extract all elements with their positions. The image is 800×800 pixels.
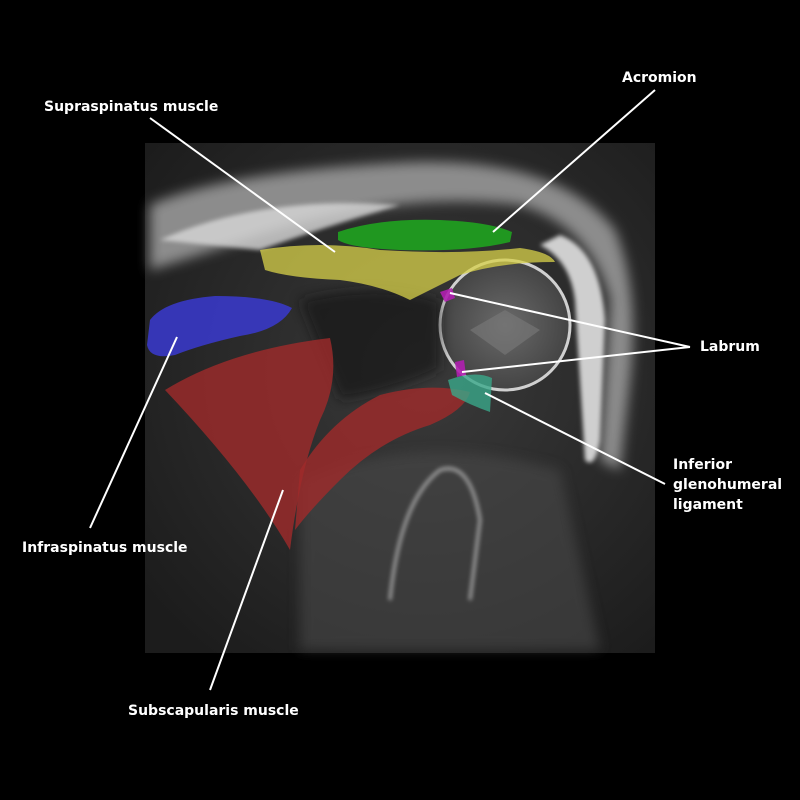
labrum-superior-overlay (440, 288, 455, 302)
igl-label-line-3: ligament (673, 497, 743, 513)
acromion-label: Acromion (622, 70, 697, 86)
scapula-neck (300, 290, 440, 400)
humerus-cortex (540, 235, 605, 463)
labrum-leader-line-upper (449, 292, 691, 348)
igl-overlay (448, 374, 492, 412)
infraspinatus-overlay (147, 296, 292, 357)
subscapularis-overlay-lower (295, 387, 470, 530)
subscapularis-leader-line (209, 489, 284, 691)
supraspinatus-overlay (260, 245, 555, 300)
arm-soft-tissue (300, 452, 600, 650)
infraspinatus-label: Infraspinatus muscle (22, 540, 188, 556)
igl-label-line-2: glenohumeral (673, 477, 783, 493)
humeral-head-marrow (470, 310, 540, 355)
acromion-overlay (338, 219, 512, 251)
deltoid-soft-tissue (150, 161, 633, 470)
supraspinatus-label: Supraspinatus muscle (44, 99, 219, 115)
igl-label: Inferior glenohumeral ligament (673, 455, 782, 515)
subscapularis-overlay (165, 338, 334, 550)
infraspinatus-leader-line (89, 336, 178, 529)
acromion-leader-line (492, 89, 656, 233)
labrum-label: Labrum (700, 339, 760, 355)
coracobrachialis-outline (388, 467, 482, 601)
subscapularis-label: Subscapularis muscle (128, 703, 299, 719)
igl-label-line-1: Inferior (673, 457, 732, 473)
igl-leader-line (484, 392, 666, 485)
bright-fat-layer (160, 203, 400, 250)
supraspinatus-leader-line (149, 117, 336, 253)
labrum-leader-line-lower (461, 346, 691, 373)
